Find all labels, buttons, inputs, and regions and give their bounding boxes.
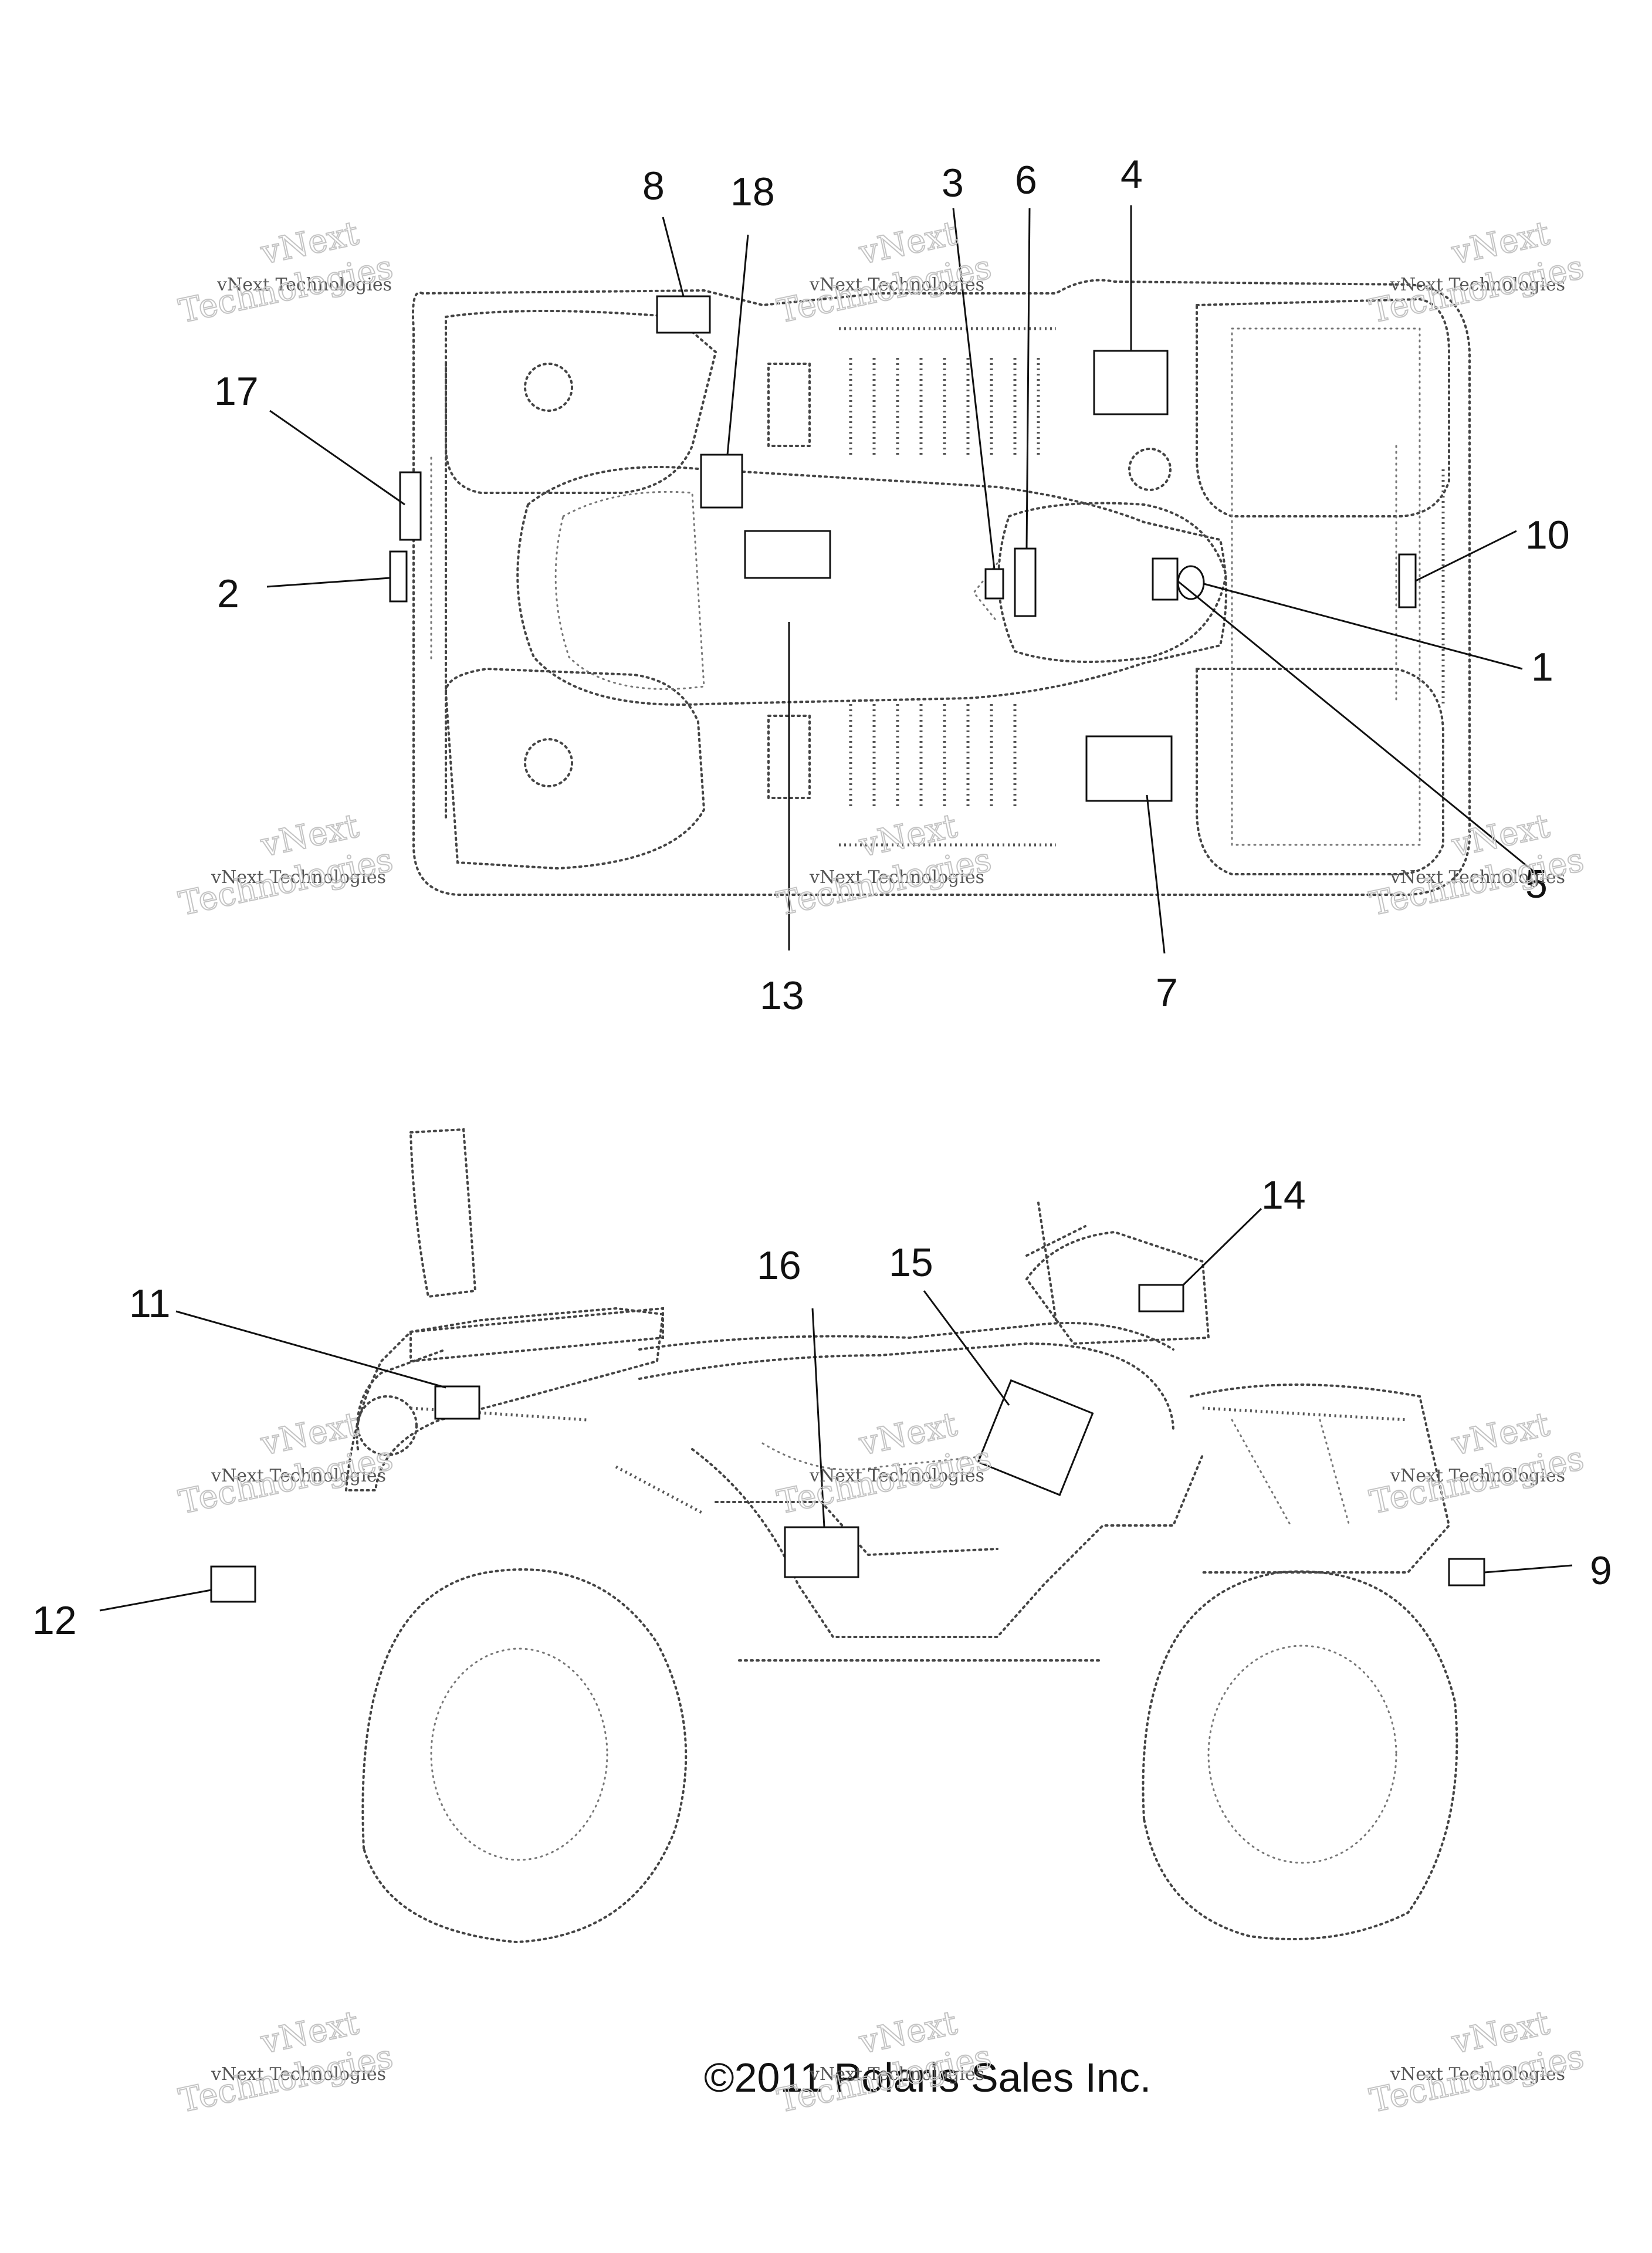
- decal-12: [210, 1565, 256, 1603]
- callout-9: 9: [1590, 1548, 1612, 1593]
- decal-6: [1014, 547, 1037, 617]
- decal-13: [744, 530, 831, 579]
- callout-8: 8: [642, 164, 665, 208]
- decal-3: [984, 568, 1004, 600]
- watermark-line2: vNext Technologies: [216, 275, 392, 295]
- decal-2: [389, 550, 408, 603]
- decal-9: [1448, 1558, 1485, 1586]
- callout-7: 7: [1156, 970, 1178, 1015]
- watermark-line2: vNext Technologies: [809, 1466, 984, 1486]
- decal-4: [1093, 350, 1169, 415]
- decal-11: [434, 1385, 480, 1420]
- copyright-notice: ©2011 Polaris Sales Inc.: [704, 2055, 1151, 2100]
- watermark-line2: vNext Technologies: [1390, 1466, 1565, 1486]
- footrest-upper: [767, 327, 1056, 458]
- footrest-lower: [767, 704, 1056, 847]
- decal-10: [1398, 553, 1417, 608]
- watermark-line2: vNext Technologies: [1390, 867, 1565, 888]
- callout-5: 5: [1525, 862, 1548, 906]
- callout-17: 17: [214, 369, 259, 414]
- decal-5: [1152, 557, 1179, 601]
- callout-2: 2: [217, 571, 239, 616]
- decal-7: [1085, 735, 1173, 802]
- watermarks: vNext vNext Technologies Technologies vN…: [175, 214, 1587, 2121]
- watermark-line2: vNext Technologies: [809, 275, 984, 295]
- watermark-line2: vNext Technologies: [211, 1466, 386, 1486]
- atv-top-view: [412, 279, 1471, 896]
- callout-10: 10: [1525, 513, 1570, 557]
- callout-16: 16: [757, 1243, 801, 1288]
- callout-11: 11: [129, 1281, 171, 1326]
- watermark-line2: vNext Technologies: [211, 867, 386, 888]
- watermark-line2: vNext Technologies: [211, 2064, 386, 2085]
- callout-3: 3: [942, 161, 964, 205]
- decal-18: [700, 454, 743, 509]
- watermark-line2: vNext Technologies: [809, 867, 984, 888]
- watermark-line2: vNext Technologies: [809, 2064, 984, 2085]
- callout-12: 12: [32, 1598, 77, 1643]
- atv-side-view: [344, 1128, 1458, 1944]
- callout-1: 1: [1531, 645, 1553, 689]
- decal-16: [784, 1526, 859, 1578]
- decal-14: [1138, 1284, 1184, 1312]
- callout-18: 18: [730, 170, 775, 214]
- callout-15: 15: [889, 1240, 933, 1285]
- decal-8: [656, 295, 711, 334]
- decal-17: [399, 471, 422, 541]
- decal-1: [1177, 565, 1205, 600]
- watermark-line2: vNext Technologies: [1390, 2064, 1565, 2085]
- callout-6: 6: [1015, 158, 1037, 202]
- callout-13: 13: [760, 973, 804, 1018]
- decal-15: [977, 1379, 1094, 1496]
- callout-14: 14: [1261, 1173, 1306, 1217]
- callout-4: 4: [1120, 152, 1143, 197]
- watermark-line2: vNext Technologies: [1390, 275, 1565, 295]
